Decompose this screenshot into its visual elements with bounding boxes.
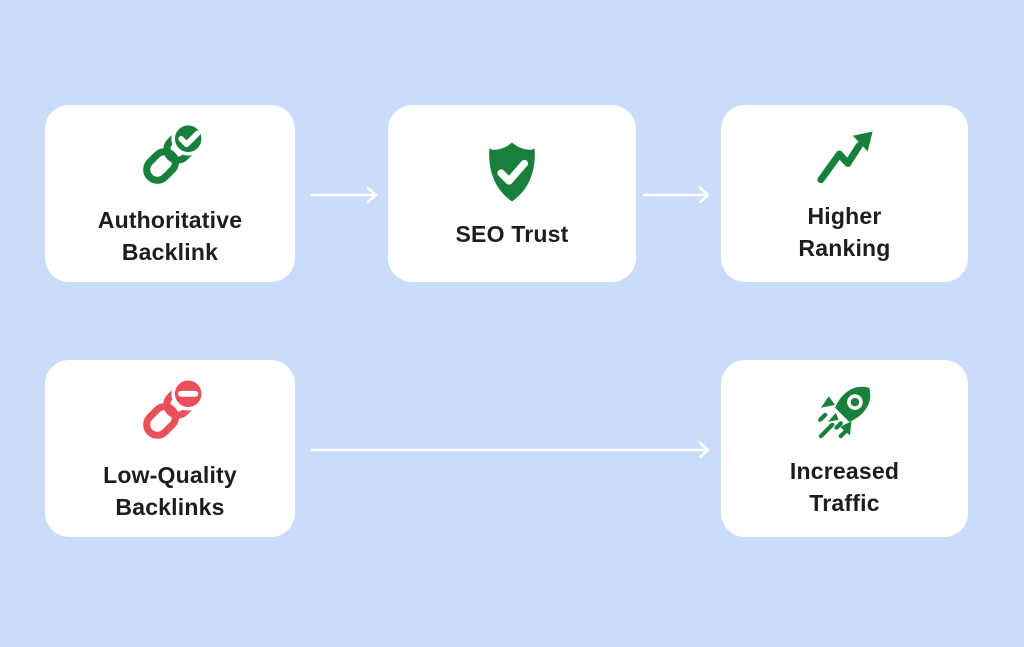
node-label: Authoritative Backlink	[97, 207, 243, 265]
flow-arrow-1	[311, 186, 378, 204]
node-authoritative-backlink: Authoritative Backlink	[45, 105, 295, 282]
node-label: SEO Trust	[455, 220, 569, 247]
trending-up-icon	[808, 123, 882, 191]
node-label: Higher Ranking	[798, 203, 891, 261]
link-check-icon	[131, 119, 209, 195]
rocket-icon	[811, 378, 879, 446]
node-seo-trust: SEO Trust	[388, 105, 636, 282]
node-label: Increased Traffic	[789, 458, 900, 516]
shield-check-icon	[477, 137, 547, 209]
node-higher-ranking: Higher Ranking	[721, 105, 968, 282]
node-increased-traffic: Increased Traffic	[721, 360, 968, 537]
node-low-quality-backlinks: Low-Quality Backlinks	[45, 360, 295, 537]
link-minus-icon	[131, 374, 209, 450]
flow-arrow-2	[643, 186, 710, 204]
node-label: Low-Quality Backlinks	[103, 462, 237, 520]
flow-arrow-3	[311, 441, 710, 459]
